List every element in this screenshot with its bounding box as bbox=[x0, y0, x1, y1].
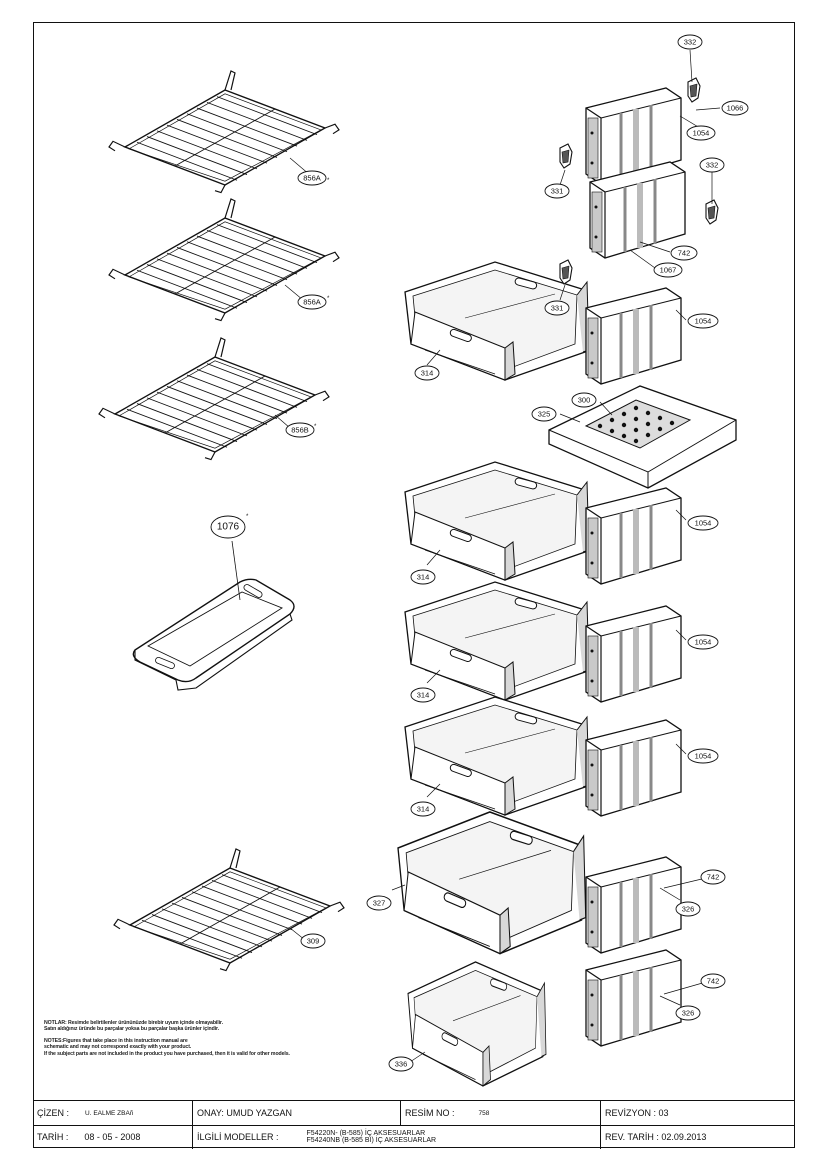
callout-314-a: 314 bbox=[421, 369, 434, 378]
callout-336: 336 bbox=[395, 1060, 408, 1069]
callout-1054-c: 1054 bbox=[695, 519, 712, 528]
egg-tray-1076 bbox=[132, 540, 295, 691]
callout-314-c: 314 bbox=[417, 691, 430, 700]
callout-856a-2: 856A bbox=[303, 298, 321, 307]
note-en-line-2: schematic and may not correspond exactly… bbox=[44, 1044, 192, 1051]
callout-332-a: 332 bbox=[684, 38, 697, 47]
revizyon-cell: REVİZYON : 03 bbox=[601, 1101, 795, 1125]
cizen-value: U. EALME ZBAñ bbox=[85, 1109, 134, 1117]
revizyon-value: REVİZYON : 03 bbox=[605, 1108, 669, 1118]
tray-325 bbox=[548, 385, 737, 489]
callout-326-b: 326 bbox=[682, 1009, 695, 1018]
title-block: ÇİZEN : U. EALME ZBAñ ONAY: UMUD YAZGAN … bbox=[33, 1100, 795, 1149]
note-tr-line-1: NOTLAR: Resimde belirtilenler ürününüzde… bbox=[44, 1020, 223, 1026]
callout-742-c: 742 bbox=[707, 977, 720, 986]
cizen-cell: ÇİZEN : U. EALME ZBAñ bbox=[33, 1101, 193, 1125]
callout-856a-1: 856A bbox=[303, 174, 321, 183]
svg-text:*: * bbox=[327, 178, 330, 184]
callout-331-a: 331 bbox=[551, 187, 564, 196]
callout-326-a: 326 bbox=[682, 905, 695, 914]
onay-cell: ONAY: UMUD YAZGAN bbox=[193, 1101, 401, 1125]
note-tr-line-2: Satın aldığınız üründe bu parçalar yoksa… bbox=[44, 1026, 219, 1033]
tarih-value: 08 - 05 - 2008 bbox=[84, 1132, 141, 1142]
resim-no-value: 758 bbox=[478, 1109, 490, 1117]
tarih-cell: TARİH : 08 - 05 - 2008 bbox=[33, 1125, 193, 1149]
svg-text:*: * bbox=[327, 296, 330, 302]
note-en-line-3: If the subject parts are not included in… bbox=[44, 1050, 290, 1057]
svg-text:*: * bbox=[246, 514, 249, 520]
callout-742-b: 742 bbox=[707, 873, 720, 882]
resim-no-cell: RESİM NO : 758 bbox=[401, 1101, 601, 1125]
callout-1066: 1066 bbox=[727, 104, 744, 113]
callout-1054-d: 1054 bbox=[695, 638, 712, 647]
callout-314-b: 314 bbox=[417, 573, 430, 582]
callout-742-a: 742 bbox=[678, 249, 691, 258]
rev-tarih-cell: REV. TARİH : 02.09.2013 bbox=[601, 1125, 795, 1149]
callout-327: 327 bbox=[373, 899, 386, 908]
callout-1054-e: 1054 bbox=[695, 752, 712, 761]
drawing-notes: NOTLAR: Resimde belirtilenler ürününüzde… bbox=[44, 1020, 374, 1057]
callout-309: 309 bbox=[307, 937, 320, 946]
cizen-label: ÇİZEN : bbox=[37, 1108, 70, 1118]
note-en-line-1: NOTES:Figures that take place in this in… bbox=[44, 1037, 188, 1044]
modeller-label: İLGİLİ MODELLER : bbox=[197, 1132, 279, 1142]
tarih-label: TARİH : bbox=[37, 1132, 69, 1142]
callout-314-d: 314 bbox=[417, 805, 430, 814]
callout-331-b: 331 bbox=[551, 304, 564, 313]
callout-332-b: 332 bbox=[706, 161, 719, 170]
callout-1054-b: 1054 bbox=[695, 317, 712, 326]
callout-325: 325 bbox=[538, 410, 551, 419]
model-1: F54220N- (B-585) İÇ AKSESUARLAR bbox=[306, 1129, 426, 1137]
onay-value: ONAY: UMUD YAZGAN bbox=[197, 1108, 293, 1118]
callout-1054-a: 1054 bbox=[693, 129, 710, 138]
model-2: F54240NB (B-585 Bİ) İÇ AKSESUARLAR bbox=[306, 1137, 437, 1144]
callout-1067: 1067 bbox=[660, 266, 677, 275]
resim-no-label: RESİM NO : bbox=[405, 1108, 455, 1118]
modeller-cell: İLGİLİ MODELLER : F54220N- (B-585) İÇ AK… bbox=[193, 1125, 601, 1149]
drawing-sheet bbox=[33, 22, 795, 1148]
callout-300: 300 bbox=[578, 396, 591, 405]
rev-tarih-value: REV. TARİH : 02.09.2013 bbox=[605, 1132, 707, 1142]
svg-text:*: * bbox=[314, 424, 317, 430]
callout-1076: 1076 bbox=[217, 522, 240, 533]
callout-856b: 856B bbox=[291, 426, 309, 435]
